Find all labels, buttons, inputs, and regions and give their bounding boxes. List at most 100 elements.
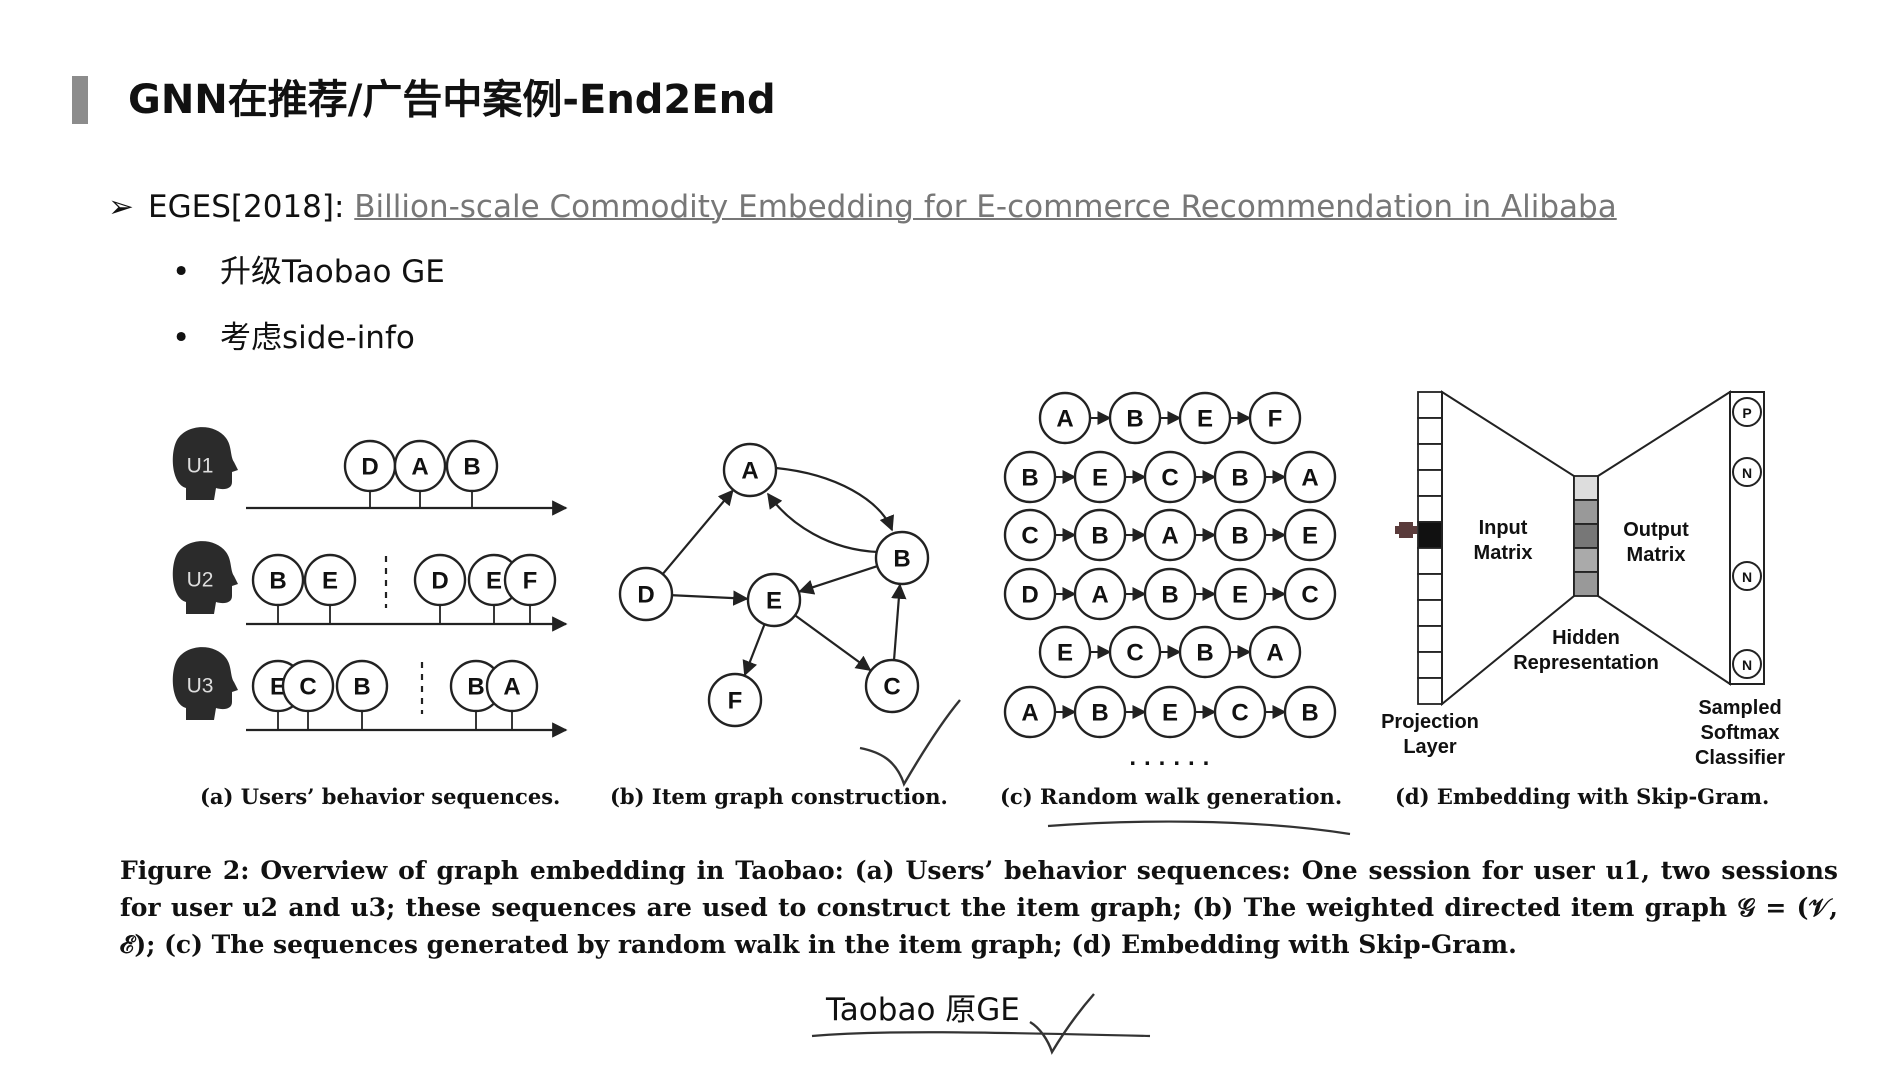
- caption-panel-b: (b) Item graph construction.: [610, 784, 948, 809]
- input-cell: [1417, 417, 1443, 445]
- walk-node-label: A: [1301, 465, 1318, 492]
- walk-node-label: C: [1021, 523, 1038, 550]
- classifier-label: Softmax: [1701, 722, 1780, 744]
- walk-node-circle: [1073, 508, 1127, 562]
- walk-node-label: D: [1021, 582, 1038, 609]
- projection-marker-icon: [1395, 526, 1417, 534]
- output-node-label: N: [1742, 657, 1752, 673]
- walk-node-circle: [1143, 450, 1197, 504]
- walk-node-circle: [1003, 685, 1057, 739]
- walk-node-label: C: [1301, 582, 1318, 609]
- walk-node-circle: [1073, 450, 1127, 504]
- seq-node-label: C: [299, 674, 316, 701]
- walk-node-label: A: [1266, 640, 1283, 667]
- walk-node-circle: [1003, 567, 1057, 621]
- input-cell: [1417, 677, 1443, 705]
- seq-node-circle: [303, 553, 357, 607]
- walk-node-label: B: [1091, 523, 1108, 550]
- user-label: U1: [187, 455, 214, 478]
- checkmark-icon: [859, 699, 961, 787]
- projection-label: Layer: [1403, 736, 1457, 758]
- walk-node-label: B: [1196, 640, 1213, 667]
- walk-node-circle: [1003, 508, 1057, 562]
- walk-node-label: E: [1232, 582, 1248, 609]
- bullet-item-1: •升级Taobao GE: [172, 250, 445, 294]
- input-cell: [1417, 625, 1443, 653]
- graph-edge-curve: [775, 466, 894, 532]
- walk-node-circle: [1178, 391, 1232, 445]
- seq-node-label: E: [322, 568, 338, 595]
- bullet-item-2: • 考虑side-info: [172, 316, 415, 360]
- walk-ellipsis: · · · · · ·: [1129, 751, 1210, 778]
- hidden-cell: [1573, 571, 1599, 597]
- output-node-circle: [1732, 561, 1762, 591]
- walk-node-label: A: [1091, 582, 1108, 609]
- paper-link[interactable]: Billion-scale Commodity Embedding for E-…: [354, 189, 1617, 225]
- walk-node-label: C: [1161, 465, 1178, 492]
- walk-node-label: B: [1231, 523, 1248, 550]
- seq-node-label: A: [503, 674, 520, 701]
- walk-node-circle: [1248, 391, 1302, 445]
- hidden-label: Hidden: [1552, 627, 1620, 649]
- hidden-cell: [1573, 475, 1599, 501]
- output-node-label: N: [1742, 569, 1752, 585]
- graph-edge: [795, 615, 872, 672]
- output-node-label: P: [1742, 405, 1751, 421]
- input-cell: [1417, 573, 1443, 601]
- graph-node-label: A: [741, 458, 758, 485]
- input-cell: [1417, 651, 1443, 679]
- seq-node-label: F: [523, 568, 538, 595]
- caption-panel-d: (d) Embedding with Skip-Gram.: [1395, 784, 1770, 809]
- bullet-dot-icon: •: [172, 320, 191, 356]
- walk-node-label: B: [1091, 700, 1108, 727]
- seq-node-label: B: [353, 674, 370, 701]
- walk-node-circle: [1073, 685, 1127, 739]
- underline-stroke: [1047, 820, 1351, 836]
- output-matrix-label: Output: [1623, 519, 1689, 541]
- seq-node-circle: [393, 439, 447, 493]
- walk-node-circle: [1108, 391, 1162, 445]
- handwritten-annotations: [811, 699, 1351, 1055]
- input-cell: [1417, 599, 1443, 627]
- classifier-column: [1729, 391, 1765, 685]
- walk-node-label: B: [1301, 700, 1318, 727]
- projection-label: Projection: [1381, 711, 1479, 733]
- walk-node-label: B: [1021, 465, 1038, 492]
- graph-edge: [742, 624, 766, 677]
- walk-node-circle: [1283, 567, 1337, 621]
- graph-node-circle: [864, 658, 920, 714]
- walk-node-circle: [1283, 685, 1337, 739]
- graph-node-circle: [746, 572, 802, 628]
- walk-node-circle: [1108, 625, 1162, 679]
- user-label: U3: [187, 675, 214, 698]
- input-cell: [1417, 495, 1443, 523]
- reference-prefix: EGES[2018]:: [148, 189, 355, 225]
- walk-node-circle: [1073, 567, 1127, 621]
- input-cell: [1417, 391, 1443, 419]
- graph-node-label: D: [637, 582, 654, 609]
- graph-edge-curve: [767, 492, 879, 554]
- graph-edge: [891, 583, 907, 660]
- output-node-circle: [1732, 457, 1762, 487]
- walk-node-circle: [1038, 391, 1092, 445]
- walk-node-label: E: [1057, 640, 1073, 667]
- graph-node-label: F: [728, 688, 743, 715]
- user-label: U2: [187, 569, 214, 592]
- title-accent-bar: [72, 76, 88, 124]
- output-matrix-label: Matrix: [1627, 544, 1686, 566]
- graph-node-label: E: [766, 588, 782, 615]
- bullet-text: 考虑side-info: [220, 320, 415, 356]
- walk-node-label: A: [1056, 406, 1073, 433]
- seq-node-circle: [445, 439, 499, 493]
- walk-node-label: B: [1231, 465, 1248, 492]
- walk-node-circle: [1213, 508, 1267, 562]
- seq-node-circle: [335, 659, 389, 713]
- walk-node-circle: [1003, 450, 1057, 504]
- graph-edge: [798, 565, 877, 595]
- hidden-cell: [1573, 547, 1599, 573]
- walk-node-circle: [1248, 625, 1302, 679]
- walk-node-label: C: [1126, 640, 1143, 667]
- checkmark-icon: [1029, 993, 1095, 1055]
